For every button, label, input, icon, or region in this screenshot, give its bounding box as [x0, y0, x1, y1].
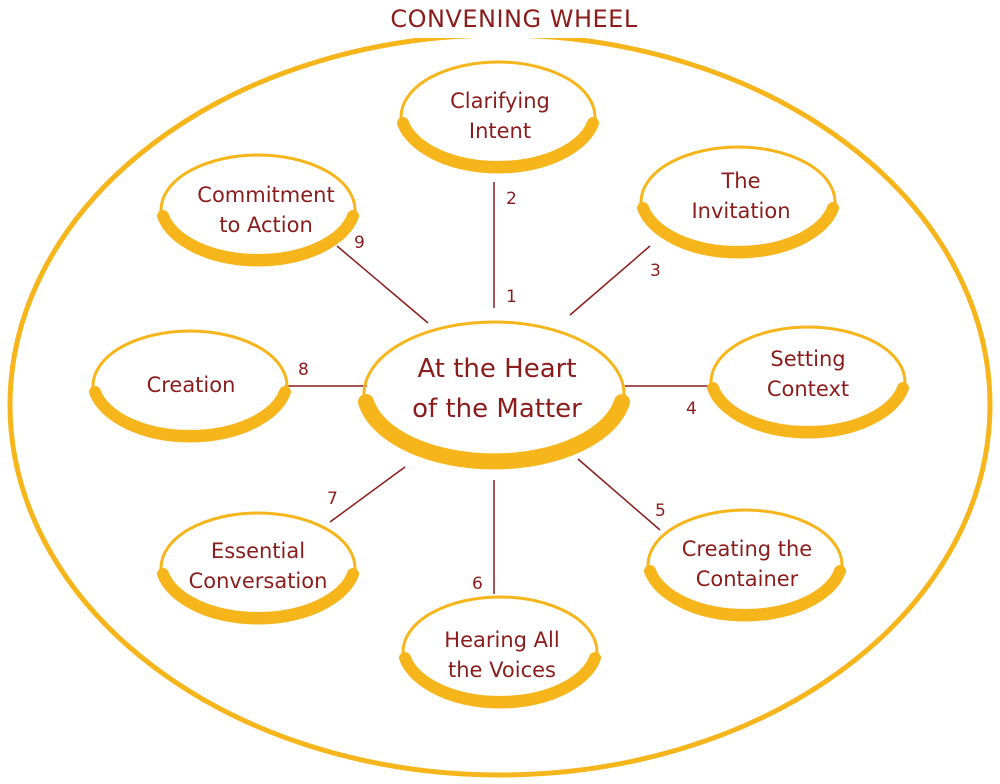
title-backdrop — [355, 0, 675, 38]
node-3-label-line1: The — [720, 169, 760, 193]
diagram-title: CONVENING WHEEL — [390, 5, 638, 33]
node-9-label-line2: to Action — [219, 213, 313, 237]
node-ring-4 — [707, 325, 909, 439]
node-ring-6 — [399, 595, 601, 709]
center-label-line1: At the Heart — [417, 354, 576, 384]
step-number-6: 6 — [472, 574, 483, 594]
node-5-label-line2: Container — [696, 567, 799, 591]
node-2-label-line2: Intent — [469, 119, 531, 143]
connector-3 — [569, 245, 651, 316]
node-rings — [89, 60, 909, 709]
connector-7 — [329, 466, 406, 523]
center-ring — [358, 320, 630, 470]
step-number-8: 8 — [298, 360, 309, 380]
step-number-7: 7 — [327, 489, 338, 509]
node-5-label-line1: Creating the — [682, 537, 812, 561]
node-ring-7 — [157, 511, 359, 625]
node-7-label-line1: Essential — [211, 539, 305, 563]
node-4-label-line1: Setting — [770, 347, 845, 371]
node-2-label-line1: Clarifying — [450, 89, 550, 113]
step-number-2: 2 — [506, 189, 517, 209]
node-ring-5 — [644, 508, 846, 622]
node-ring-8 — [89, 329, 291, 443]
node-7-label-line2: Conversation — [189, 569, 328, 593]
node-8-label-line1: Creation — [147, 373, 236, 397]
node-ring-2 — [397, 60, 599, 174]
node-ring-9 — [157, 153, 359, 267]
step-number-4: 4 — [686, 399, 697, 419]
center-label-line2: of the Matter — [412, 394, 582, 424]
step-number-3: 3 — [650, 261, 661, 281]
node-3-label-line2: Invitation — [691, 199, 790, 223]
node-4-label-line2: Context — [767, 377, 849, 401]
connector-9 — [336, 245, 429, 324]
connectors — [285, 182, 710, 594]
step-number-9: 9 — [354, 233, 365, 253]
step-number-1: 1 — [506, 287, 517, 307]
node-9-label-line1: Commitment — [197, 183, 334, 207]
node-6-label-line1: Hearing All — [444, 628, 559, 652]
step-number-5: 5 — [655, 501, 666, 521]
node-6-label-line2: the Voices — [448, 658, 556, 682]
node-ring-3 — [637, 145, 839, 259]
connector-5 — [577, 458, 661, 531]
